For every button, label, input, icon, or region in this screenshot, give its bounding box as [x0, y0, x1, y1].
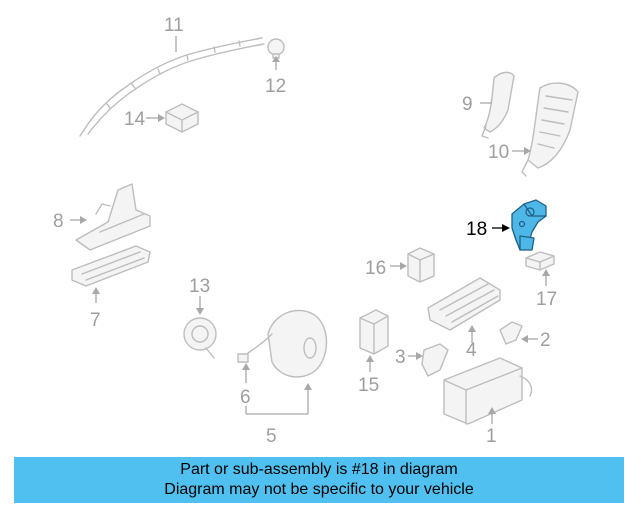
- part-1-passenger-airbag[interactable]: [443, 357, 533, 425]
- callout-10[interactable]: 10: [488, 142, 509, 163]
- callout-16[interactable]: 16: [365, 258, 386, 279]
- callout-15[interactable]: 15: [358, 375, 379, 396]
- callout-9[interactable]: 9: [462, 94, 473, 115]
- parts-diagram: 11 12 14 9 10 18: [53, 15, 579, 447]
- callout-12[interactable]: 12: [265, 76, 286, 97]
- part-4-module-base[interactable]: [427, 277, 501, 331]
- part-5-steering-airbag[interactable]: [237, 309, 328, 378]
- part-16-sensor[interactable]: [407, 247, 435, 283]
- callout-14[interactable]: 14: [124, 109, 146, 130]
- part-10-side-airbag[interactable]: [521, 82, 579, 177]
- callout-7[interactable]: 7: [90, 310, 101, 331]
- callout-17[interactable]: 17: [536, 289, 557, 310]
- callout-4[interactable]: 4: [466, 340, 477, 361]
- banner-line-1: Part or sub-assembly is #18 in diagram: [180, 461, 458, 478]
- callout-13[interactable]: 13: [189, 276, 210, 297]
- part-9-pillar-trim[interactable]: [481, 71, 515, 139]
- callout-11[interactable]: 11: [164, 15, 184, 36]
- part-11-curtain-airbag[interactable]: [79, 37, 265, 137]
- part-17-impact-sensor[interactable]: [525, 251, 555, 271]
- part-3-bracket[interactable]: [421, 343, 449, 377]
- callout-5[interactable]: 5: [266, 426, 277, 447]
- part-12-sensor[interactable]: [267, 38, 285, 59]
- part-2-clip[interactable]: [499, 321, 523, 345]
- callout-18[interactable]: 18: [466, 219, 487, 240]
- callout-2[interactable]: 2: [540, 330, 551, 351]
- callout-3[interactable]: 3: [395, 347, 406, 368]
- callout-1[interactable]: 1: [486, 426, 497, 447]
- part-15-sensor[interactable]: [359, 309, 389, 355]
- banner-line-2: Diagram may not be specific to your vehi…: [164, 481, 474, 498]
- callout-8[interactable]: 8: [53, 211, 64, 232]
- part-7-seat-sensor[interactable]: [71, 245, 151, 287]
- info-banner: Part or sub-assembly is #18 in diagram D…: [14, 457, 624, 503]
- part-18-bracket[interactable]: [511, 199, 547, 251]
- part-13-clock-spring[interactable]: [183, 317, 217, 359]
- callout-6[interactable]: 6: [240, 387, 251, 408]
- part-14-control-module[interactable]: [165, 103, 199, 133]
- part-8-seat-bracket[interactable]: [75, 183, 151, 251]
